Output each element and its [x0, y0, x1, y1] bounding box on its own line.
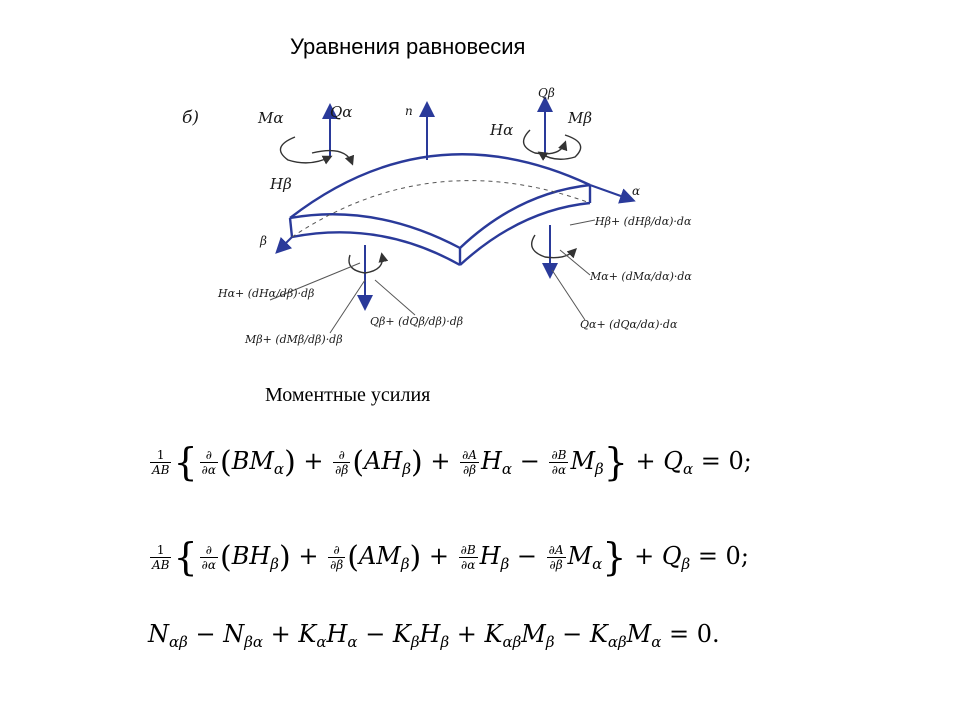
n-axis-label: n: [405, 104, 413, 118]
shell-element: [288, 153, 592, 267]
q-alpha-increment-label: Qα+ (dQα/dα)·dα: [580, 318, 678, 331]
force-arrows: [275, 96, 636, 311]
panel-label: б): [182, 108, 199, 128]
q-alpha-label: Qα: [330, 103, 352, 121]
h-alpha-increment-label: Hα+ (dHα/dβ)·dβ: [217, 287, 314, 300]
q-beta-label: Qβ: [538, 86, 555, 100]
equation-3: Nαβ − Nβα + KαHα − KβHβ + KαβMβ − KαβMα …: [148, 620, 720, 651]
h-beta-increment-label: Hβ+ (dHβ/dα)·dα: [594, 215, 692, 228]
moment-curls: [279, 129, 582, 274]
beta-axis-label: β: [259, 234, 267, 248]
section-heading: Моментные усилия: [265, 384, 431, 406]
m-alpha-increment-label: Mα+ (dMα/dα)·dα: [589, 270, 692, 283]
m-beta-increment-label: Mβ+ (dMβ/dβ)·dβ: [244, 333, 343, 346]
m-beta-label: Mβ: [567, 109, 592, 127]
h-alpha-label: Hα: [489, 121, 513, 139]
alpha-axis-label: α: [632, 184, 640, 198]
h-beta-label: Hβ: [269, 175, 292, 193]
hidden-edge: [291, 180, 591, 238]
leader-lines: [269, 219, 596, 334]
q-beta-increment-label: Qβ+ (dQβ/dβ)·dβ: [370, 315, 463, 328]
m-alpha-label: Mα: [257, 109, 284, 127]
shell-element-diagram: б) Mα Qα n Qβ Hα Mβ Hβ α β Hβ+ (dHβ/dα)·…: [182, 86, 692, 346]
slide-title: Уравнения равновесия: [290, 34, 526, 59]
